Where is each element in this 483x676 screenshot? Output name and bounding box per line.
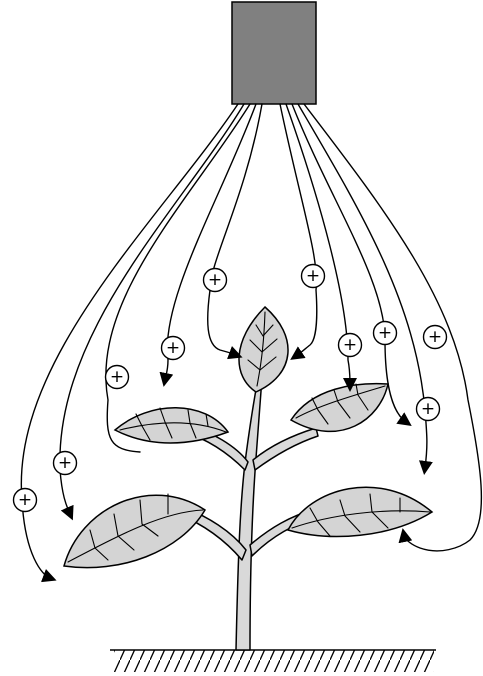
positive-charge-droplet: +	[302, 265, 325, 288]
positive-charge-droplet: +	[204, 269, 227, 292]
spray-path	[292, 104, 406, 422]
positive-charge-droplet: +	[417, 398, 440, 421]
positive-charge-symbol: +	[208, 270, 222, 290]
low-right-leaf	[288, 487, 432, 536]
positive-charge-symbol: +	[58, 453, 72, 473]
positive-charge-symbol: +	[378, 323, 392, 343]
positive-charge-symbol: +	[421, 399, 435, 419]
spray-path	[106, 104, 250, 452]
positive-charge-droplet: +	[106, 366, 129, 389]
positive-charge-symbol: +	[166, 338, 180, 358]
positive-charge-symbol: +	[428, 327, 442, 347]
positive-charge-droplet: +	[14, 489, 37, 512]
positive-charge-symbol: +	[18, 490, 32, 510]
positive-charge-droplet: +	[339, 334, 362, 357]
plant	[64, 307, 432, 650]
positive-charge-symbol: +	[110, 367, 124, 387]
positive-charge-symbol: +	[343, 335, 357, 355]
top-leaf	[239, 307, 288, 392]
ground	[110, 650, 436, 672]
positive-charge-symbol: +	[306, 266, 320, 286]
positive-charge-droplet: +	[162, 337, 185, 360]
positive-charge-droplet: +	[374, 322, 397, 345]
mid-right-leaf	[291, 384, 388, 432]
spray-path	[208, 104, 262, 355]
positive-charge-droplet: +	[424, 326, 447, 349]
spray-path	[60, 104, 244, 514]
spray-nozzle	[232, 2, 316, 104]
low-left-leaf	[64, 495, 205, 567]
positive-charge-droplet: +	[54, 452, 77, 475]
